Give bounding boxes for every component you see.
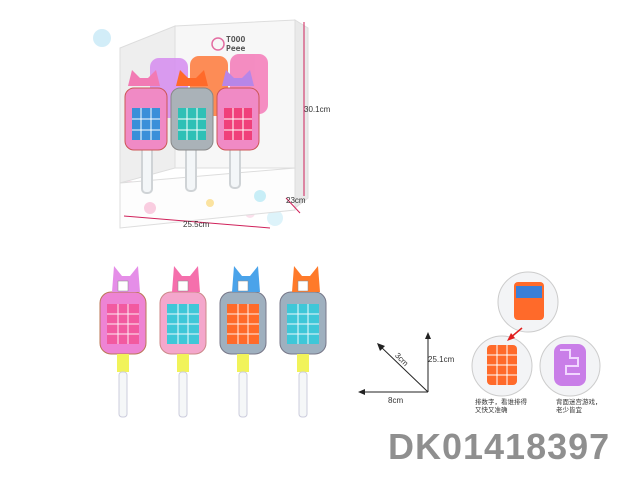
box-width-label: 25.5cm xyxy=(183,220,210,229)
toy-cyan-orange-cat xyxy=(279,266,327,418)
item-code: DK01418397 xyxy=(388,426,611,467)
brand-line-1: TOOO xyxy=(226,35,246,44)
brand-logo-text: TOOO Peee xyxy=(226,35,245,53)
display-box-illustration xyxy=(93,19,309,229)
box-depth-label: 23cm xyxy=(286,196,306,205)
toy-cyan xyxy=(159,266,207,418)
caption-maze-game-line-1: 背面迷宫游戏， xyxy=(556,398,602,406)
caption-number-game-line-1: 排数字，看谁排得 xyxy=(475,398,527,406)
caption-number-game-line-2: 又快又准确 xyxy=(475,406,508,414)
product-width-label: 8cm xyxy=(388,396,404,405)
caption-maze-game-line-2: 老少皆宜 xyxy=(556,406,582,414)
box-height-label: 30.1cm xyxy=(304,105,331,114)
brand-line-2: Peee xyxy=(226,44,246,53)
product-dimension-axes xyxy=(358,332,431,395)
toy-pink xyxy=(99,266,147,418)
caption-number-game: 排数字，看谁排得 又快又准确 xyxy=(475,398,527,414)
product-height-label: 25.1cm xyxy=(428,355,455,364)
feature-illustration xyxy=(471,271,601,397)
toy-orange-blue-cat xyxy=(219,266,267,418)
caption-maze-game: 背面迷宫游戏， 老少皆宜 xyxy=(556,398,602,414)
toys-row xyxy=(99,266,327,418)
